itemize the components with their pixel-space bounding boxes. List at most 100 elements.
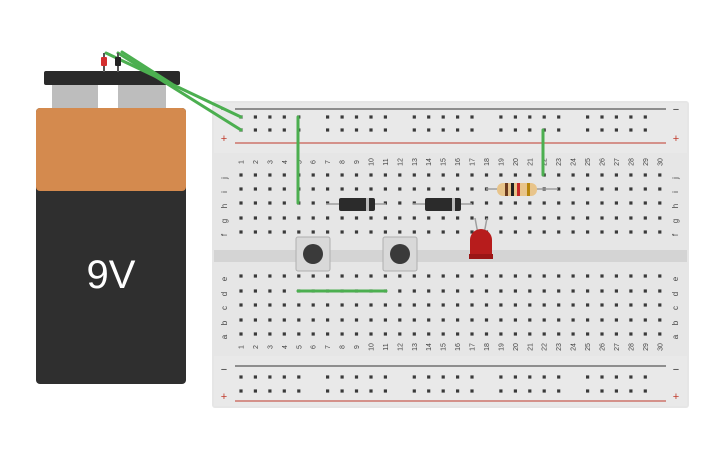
hole-b-13[interactable] bbox=[412, 318, 416, 322]
hole-b-2[interactable] bbox=[253, 318, 257, 322]
hole-e-14[interactable] bbox=[427, 274, 431, 278]
rail-hole-1-6[interactable] bbox=[326, 128, 330, 132]
hole-g-23[interactable] bbox=[557, 216, 561, 220]
hole-e-18[interactable] bbox=[484, 274, 489, 278]
hole-j-29[interactable] bbox=[643, 173, 647, 177]
rail-hole-1-8[interactable] bbox=[354, 128, 359, 132]
hole-e-29[interactable] bbox=[643, 274, 647, 278]
rail-hole-3-15[interactable] bbox=[470, 389, 474, 393]
rail-hole-3-17[interactable] bbox=[513, 389, 517, 393]
hole-c-1[interactable] bbox=[239, 303, 243, 307]
hole-h-17[interactable] bbox=[470, 201, 474, 205]
hole-i-2[interactable] bbox=[253, 187, 257, 191]
resistor[interactable] bbox=[486, 183, 558, 196]
hole-b-9[interactable] bbox=[354, 318, 359, 322]
rail-hole-1-13[interactable] bbox=[441, 128, 445, 132]
hole-a-20[interactable] bbox=[513, 332, 517, 336]
hole-j-21[interactable] bbox=[528, 173, 532, 177]
rail-hole-0-10[interactable] bbox=[383, 115, 387, 119]
rail-hole-2-7[interactable] bbox=[340, 375, 344, 379]
rail-hole-3-20[interactable] bbox=[557, 389, 561, 393]
rail-hole-0-20[interactable] bbox=[557, 115, 561, 119]
hole-h-30[interactable] bbox=[658, 201, 662, 205]
hole-c-12[interactable] bbox=[398, 303, 402, 307]
rail-hole-3-21[interactable] bbox=[586, 389, 590, 393]
hole-b-4[interactable] bbox=[282, 318, 286, 322]
hole-g-9[interactable] bbox=[354, 216, 359, 220]
diode-2[interactable] bbox=[413, 198, 472, 211]
hole-a-22[interactable] bbox=[542, 332, 546, 336]
hole-j-1[interactable] bbox=[239, 173, 243, 177]
rail-hole-3-16[interactable] bbox=[499, 389, 503, 393]
hole-i-27[interactable] bbox=[614, 187, 618, 191]
rail-hole-2-1[interactable] bbox=[239, 375, 243, 379]
hole-e-7[interactable] bbox=[326, 274, 330, 278]
hole-d-2[interactable] bbox=[253, 289, 257, 293]
rail-hole-0-12[interactable] bbox=[427, 115, 431, 119]
hole-i-10[interactable] bbox=[369, 187, 373, 191]
hole-c-20[interactable] bbox=[513, 303, 517, 307]
hole-g-12[interactable] bbox=[398, 216, 402, 220]
rail-hole-1-7[interactable] bbox=[340, 128, 344, 132]
hole-j-12[interactable] bbox=[398, 173, 402, 177]
hole-h-1[interactable] bbox=[239, 201, 243, 205]
hole-e-21[interactable] bbox=[528, 274, 532, 278]
hole-e-19[interactable] bbox=[499, 274, 503, 278]
rail-hole-2-23[interactable] bbox=[614, 375, 618, 379]
hole-d-14[interactable] bbox=[427, 289, 431, 293]
hole-a-18[interactable] bbox=[484, 332, 489, 336]
hole-e-2[interactable] bbox=[253, 274, 257, 278]
hole-g-26[interactable] bbox=[600, 216, 604, 220]
rail-hole-2-18[interactable] bbox=[528, 375, 532, 379]
hole-d-12[interactable] bbox=[398, 289, 402, 293]
hole-f-2[interactable] bbox=[253, 230, 257, 234]
hole-e-8[interactable] bbox=[340, 274, 344, 278]
hole-e-3[interactable] bbox=[268, 274, 272, 278]
hole-f-20[interactable] bbox=[513, 230, 517, 234]
hole-g-8[interactable] bbox=[340, 216, 344, 220]
rail-hole-1-21[interactable] bbox=[586, 128, 590, 132]
hole-f-27[interactable] bbox=[614, 230, 618, 234]
hole-i-1[interactable] bbox=[239, 187, 243, 191]
rail-hole-1-12[interactable] bbox=[427, 128, 431, 132]
rail-hole-1-4[interactable] bbox=[282, 128, 286, 132]
rail-hole-2-4[interactable] bbox=[282, 375, 286, 379]
rail-hole-3-8[interactable] bbox=[354, 389, 359, 393]
rail-hole-3-5[interactable] bbox=[297, 389, 301, 393]
hole-h-27[interactable] bbox=[614, 201, 618, 205]
rail-hole-2-24[interactable] bbox=[629, 375, 633, 379]
hole-b-21[interactable] bbox=[528, 318, 532, 322]
hole-c-15[interactable] bbox=[441, 303, 445, 307]
hole-f-3[interactable] bbox=[268, 230, 272, 234]
hole-a-16[interactable] bbox=[456, 332, 460, 336]
hole-b-23[interactable] bbox=[557, 318, 561, 322]
hole-h-12[interactable] bbox=[398, 201, 402, 205]
hole-a-10[interactable] bbox=[369, 332, 373, 336]
hole-g-3[interactable] bbox=[268, 216, 272, 220]
hole-a-1[interactable] bbox=[239, 332, 243, 336]
rail-hole-2-10[interactable] bbox=[383, 375, 387, 379]
hole-d-25[interactable] bbox=[586, 289, 590, 293]
hole-c-23[interactable] bbox=[557, 303, 561, 307]
hole-b-27[interactable] bbox=[614, 318, 618, 322]
rail-hole-0-3[interactable] bbox=[268, 115, 272, 119]
rail-hole-3-18[interactable] bbox=[528, 389, 532, 393]
rail-hole-1-15[interactable] bbox=[470, 128, 474, 132]
hole-c-6[interactable] bbox=[311, 303, 315, 307]
hole-g-11[interactable] bbox=[383, 216, 387, 220]
rail-hole-2-5[interactable] bbox=[297, 375, 301, 379]
hole-g-13[interactable] bbox=[412, 216, 416, 220]
hole-a-5[interactable] bbox=[297, 332, 301, 336]
hole-c-4[interactable] bbox=[282, 303, 286, 307]
hole-j-15[interactable] bbox=[441, 173, 445, 177]
hole-h-22[interactable] bbox=[542, 201, 546, 205]
hole-j-27[interactable] bbox=[614, 173, 618, 177]
hole-j-14[interactable] bbox=[427, 173, 431, 177]
hole-d-29[interactable] bbox=[643, 289, 647, 293]
hole-c-11[interactable] bbox=[383, 303, 387, 307]
hole-f-12[interactable] bbox=[398, 230, 402, 234]
hole-b-16[interactable] bbox=[456, 318, 460, 322]
hole-i-7[interactable] bbox=[326, 187, 330, 191]
rail-hole-2-22[interactable] bbox=[600, 375, 604, 379]
rail-hole-2-20[interactable] bbox=[557, 375, 561, 379]
